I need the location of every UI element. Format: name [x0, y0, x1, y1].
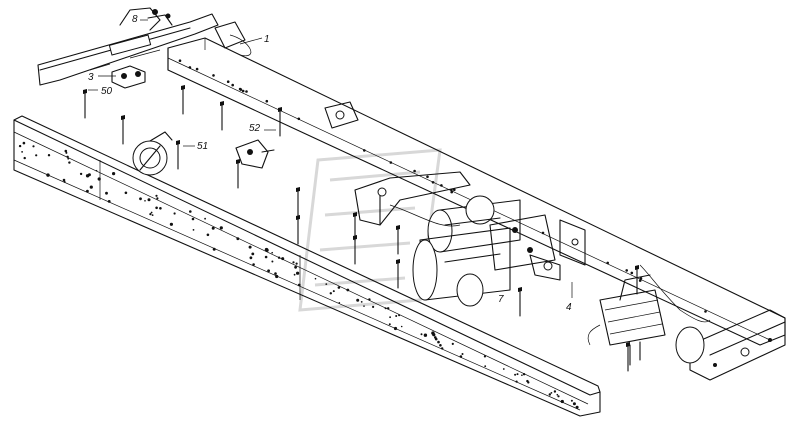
- valve-block: [489, 214, 561, 281]
- mount-brackets: [111, 21, 359, 129]
- callout-3: 3: [88, 72, 94, 83]
- rear-cross-member: [689, 309, 786, 381]
- leader-lines: [88, 19, 573, 298]
- front-cross-member: [37, 7, 219, 86]
- pipe-lines: [229, 34, 711, 346]
- lower-side-rail: [13, 115, 601, 417]
- bracket-52: [235, 139, 275, 169]
- callout-1: 1: [264, 34, 270, 45]
- callout-8: 8: [132, 14, 138, 25]
- callout-51: 51: [197, 141, 208, 152]
- brake-chamber-51: [132, 131, 173, 176]
- air-receivers: [412, 195, 521, 307]
- callout-7: 7: [498, 294, 504, 305]
- callout-52: 52: [249, 123, 261, 134]
- callout-4: 4: [566, 302, 572, 313]
- fasteners: [83, 85, 639, 372]
- callout-50: 50: [101, 86, 113, 97]
- rear-component-box: [599, 274, 705, 366]
- middle-cross-members: [354, 171, 586, 266]
